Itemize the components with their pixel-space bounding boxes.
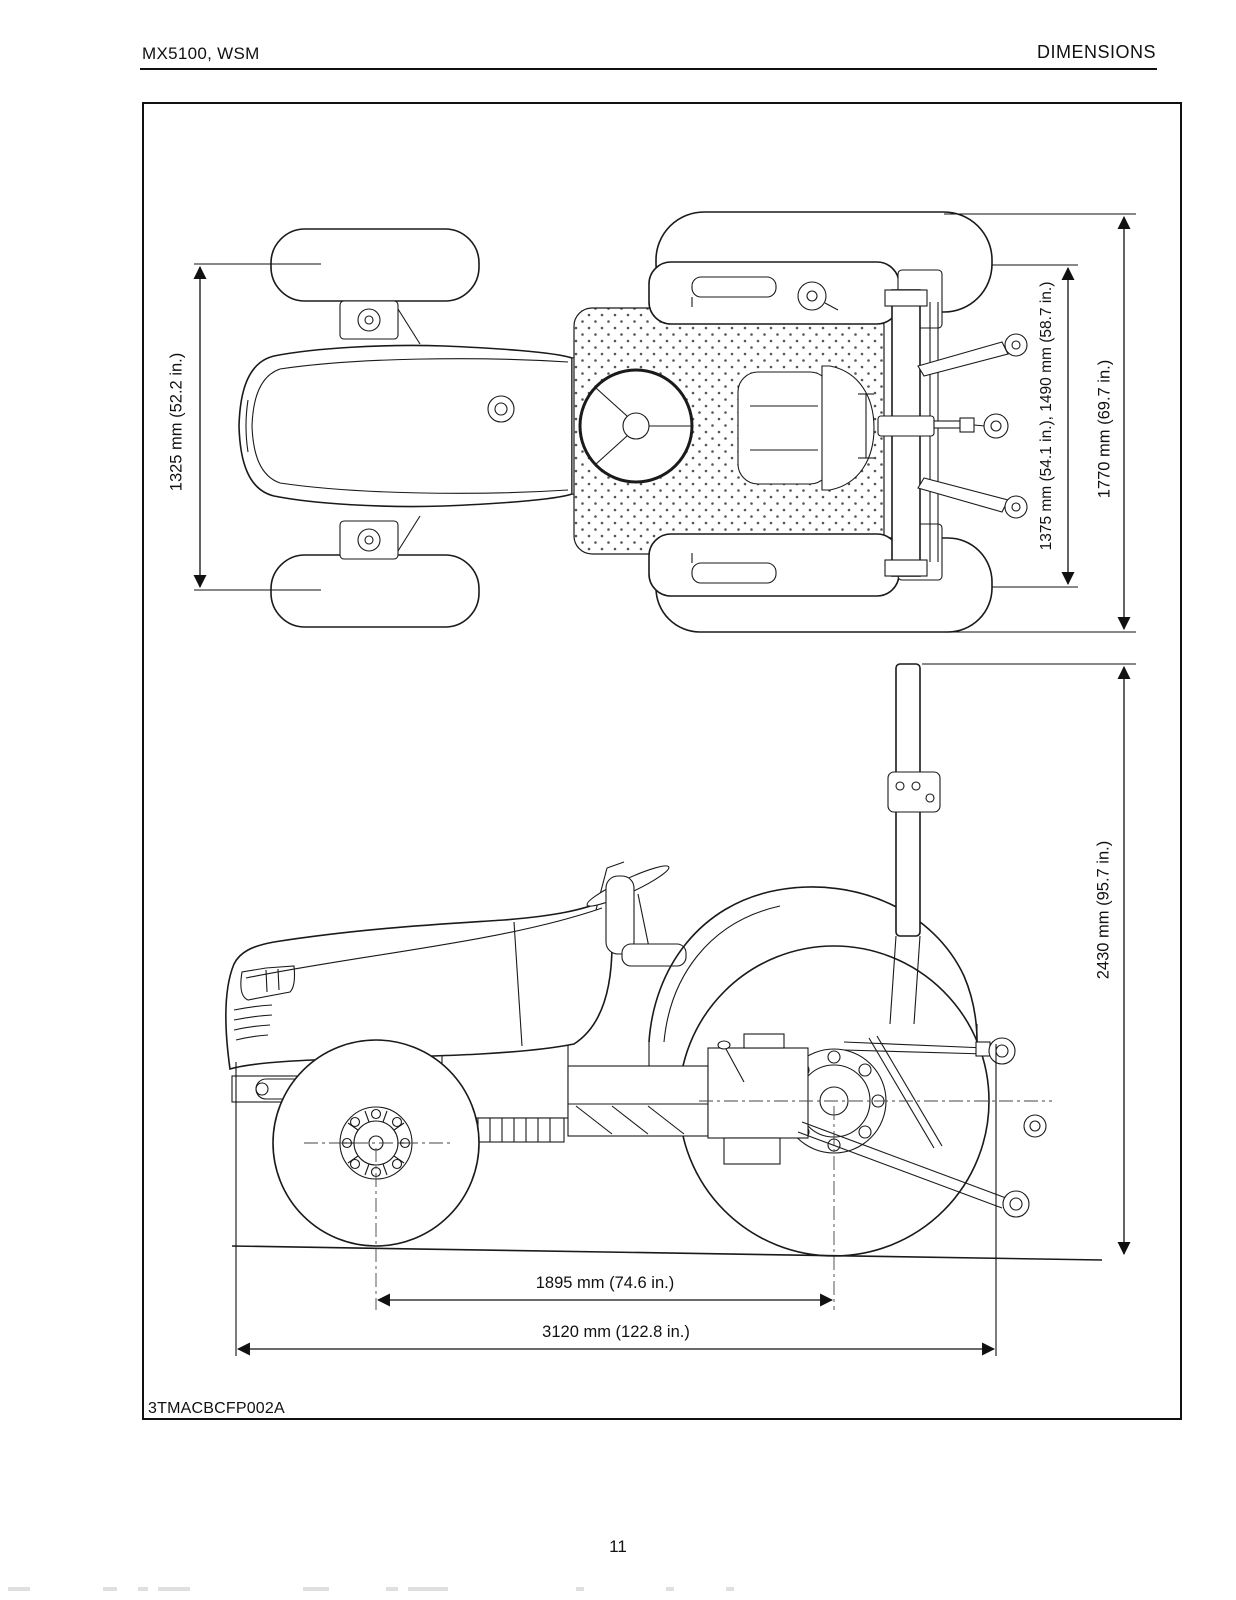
headlight bbox=[240, 965, 296, 1001]
dim-overall-height: 2430 mm (95.7 in.) bbox=[922, 663, 1136, 1256]
doc-title: MX5100, WSM bbox=[142, 44, 260, 63]
fuel-cap bbox=[487, 395, 515, 423]
fender-left-top-view bbox=[648, 261, 900, 325]
fender-right-top-view bbox=[648, 533, 900, 597]
tractor-side-view: 2430 mm (95.7 in.) 1895 mm (74.6 in.) 31… bbox=[225, 663, 1136, 1356]
lower-link-left bbox=[917, 341, 1009, 377]
rops-side-view bbox=[887, 663, 941, 1025]
figure-code: 3TMACBCFP002A bbox=[148, 1400, 285, 1418]
dim-label-front-tread: 1325 mm (52.2 in.) bbox=[167, 353, 185, 491]
dim-front-tread: 1325 mm (52.2 in.) bbox=[167, 263, 321, 591]
rear-fender-side-view bbox=[648, 886, 978, 1066]
dim-label-wheelbase: 1895 mm (74.6 in.) bbox=[536, 1274, 674, 1292]
dim-wheelbase: 1895 mm (74.6 in.) bbox=[376, 1274, 834, 1307]
front-tire-left-top-view bbox=[270, 228, 480, 302]
front-axle-assembly bbox=[339, 300, 421, 560]
three-point-hitch-top-view bbox=[858, 333, 1028, 519]
dim-label-overall-height: 2430 mm (95.7 in.) bbox=[1094, 841, 1112, 979]
top-link-ball bbox=[983, 413, 1009, 439]
section-title: DIMENSIONS bbox=[1036, 42, 1156, 62]
dim-overall-width: 1770 mm (69.7 in.) bbox=[944, 213, 1136, 633]
dim-overall-length: 3120 mm (122.8 in.) bbox=[235, 1044, 997, 1356]
seat-side-view bbox=[605, 875, 687, 967]
tractor-dimensions-drawing: 1325 mm (52.2 in.) 1375 mm (54.1 in.), 1… bbox=[167, 211, 1136, 1356]
fender-emblem bbox=[797, 281, 839, 311]
seat-top-view bbox=[737, 365, 875, 491]
lower-link-ball-side bbox=[1002, 1190, 1030, 1218]
steering-wheel-top-view bbox=[578, 368, 694, 484]
lower-link-right bbox=[917, 477, 1009, 513]
clipped-text-fragments bbox=[8, 1587, 938, 1593]
dim-rear-tread: 1375 mm (54.1 in.), 1490 mm (58.7 in.) bbox=[992, 264, 1078, 588]
page-number: 11 bbox=[609, 1537, 627, 1556]
hood-top-view bbox=[238, 344, 573, 508]
dim-label-rear-tread: 1375 mm (54.1 in.), 1490 mm (58.7 in.) bbox=[1038, 282, 1055, 551]
dim-label-overall-width: 1770 mm (69.7 in.) bbox=[1095, 360, 1113, 498]
front-wheel-side-view bbox=[272, 1039, 480, 1247]
front-tire-right-top-view bbox=[270, 554, 480, 628]
top-link-ball-side bbox=[988, 1037, 1016, 1065]
dim-label-overall-length: 3120 mm (122.8 in.) bbox=[542, 1323, 690, 1341]
header-rule bbox=[140, 68, 1157, 70]
tractor-top-view: 1325 mm (52.2 in.) 1375 mm (54.1 in.), 1… bbox=[167, 211, 1136, 633]
dimensions-figure: 1325 mm (52.2 in.) 1375 mm (54.1 in.), 1… bbox=[142, 102, 1182, 1420]
hood-side-view bbox=[225, 898, 613, 1071]
operator-platform bbox=[573, 307, 885, 555]
ground-line bbox=[231, 1245, 1103, 1261]
centerlines bbox=[304, 1100, 1052, 1310]
